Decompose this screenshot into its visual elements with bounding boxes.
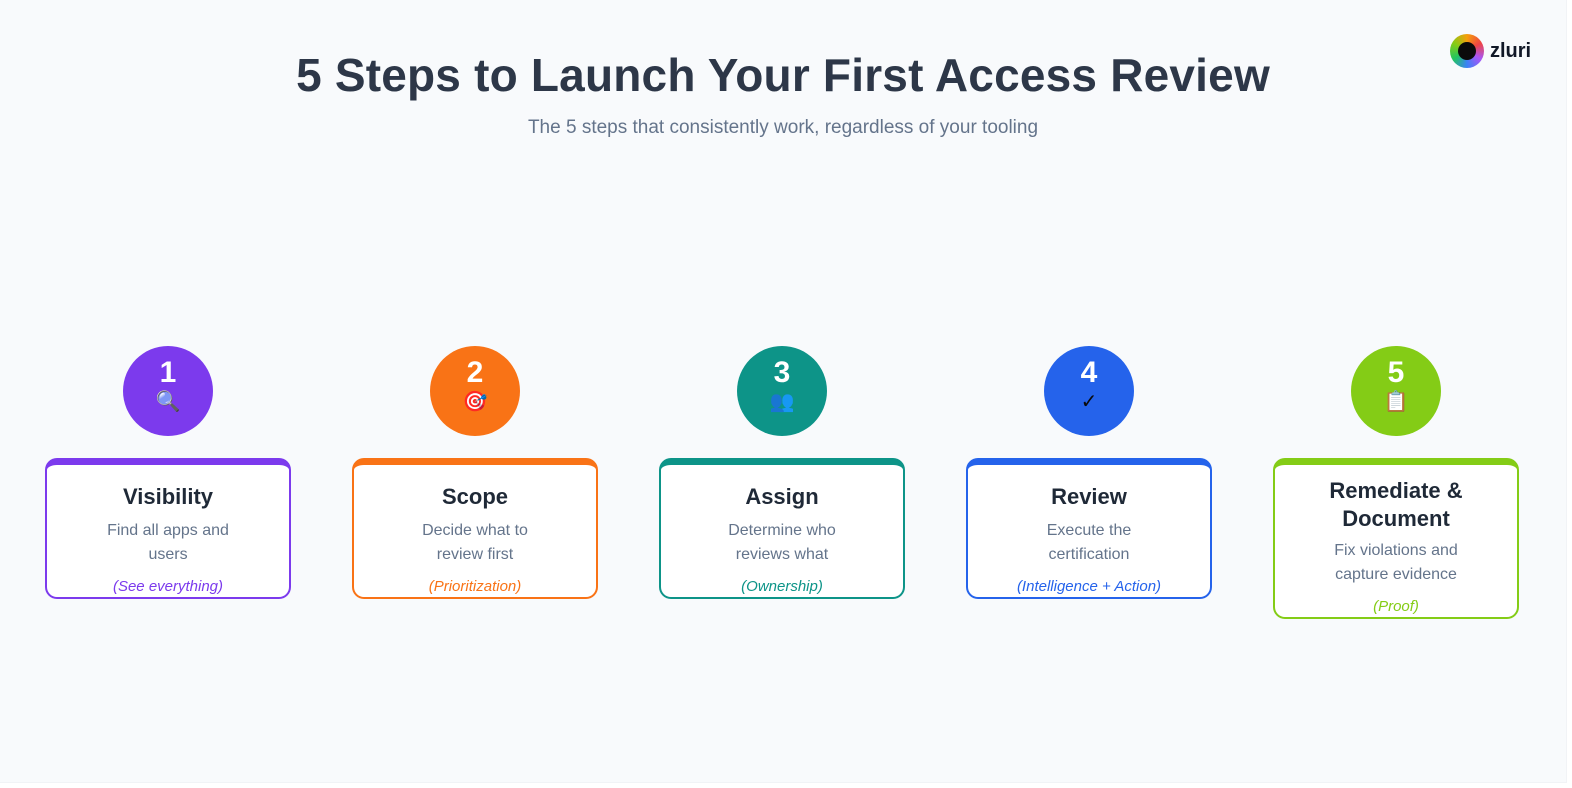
step-5-title: Remediate & Document [1329, 478, 1463, 531]
step-4-description: Execute the certification [1046, 522, 1132, 563]
step-5-badge: 5 📋 [1351, 346, 1441, 436]
step-4-card: Review Execute the certification (Intell… [966, 458, 1212, 599]
page-subtitle: The 5 steps that consistently work, rega… [527, 117, 1039, 138]
step-2-badge: 2 🎯 [430, 346, 520, 436]
step-1-description: Find all apps and users [107, 522, 229, 563]
step-4-title: Review [1051, 484, 1127, 509]
step-3-badge: 3 👥 [737, 346, 827, 436]
logo-text: zluri [1490, 39, 1532, 62]
step-3-title: Assign [745, 484, 819, 509]
step-5-description: Fix violations and capture evidence [1334, 542, 1458, 583]
page-title: 5 Steps to Launch Your First Access Revi… [296, 49, 1270, 101]
step-5-number: 5 [1387, 356, 1405, 389]
step-5-tag: (Proof) [1373, 598, 1419, 615]
step-4-number: 4 [1080, 356, 1098, 389]
step-4-tag: (Intelligence + Action) [1016, 578, 1162, 595]
step-1-title: Visibility [122, 484, 214, 509]
step-2-number: 2 [466, 356, 484, 389]
zluri-logo-icon [1450, 34, 1484, 68]
step-4-badge: 4 ✓ [1044, 346, 1134, 436]
step-2-tag: (Prioritization) [428, 578, 522, 595]
step-5-card: Remediate & Document Fix violations and … [1273, 458, 1519, 619]
users-icon: 👥 [769, 391, 795, 413]
step-2-description: Decide what to review first [422, 522, 528, 563]
step-3-card: Assign Determine who reviews what (Owner… [659, 458, 905, 599]
step-1-number: 1 [159, 356, 177, 389]
step-3-description: Determine who reviews what [728, 522, 836, 563]
step-3-number: 3 [773, 356, 791, 389]
clipboard-icon: 📋 [1383, 391, 1409, 413]
step-2-card: Scope Decide what to review first (Prior… [352, 458, 598, 599]
checkmark-icon: ✓ [1080, 391, 1098, 413]
step-1-card: Visibility Find all apps and users (See … [45, 458, 291, 599]
zluri-logo: zluri [1450, 34, 1531, 68]
magnifying-glass-icon: 🔍 [155, 391, 181, 413]
target-icon: 🎯 [462, 391, 488, 413]
step-1-badge: 1 🔍 [123, 346, 213, 436]
step-3-tag: (Ownership) [741, 578, 823, 595]
step-2-title: Scope [441, 484, 509, 509]
step-1-tag: (See everything) [112, 578, 224, 595]
